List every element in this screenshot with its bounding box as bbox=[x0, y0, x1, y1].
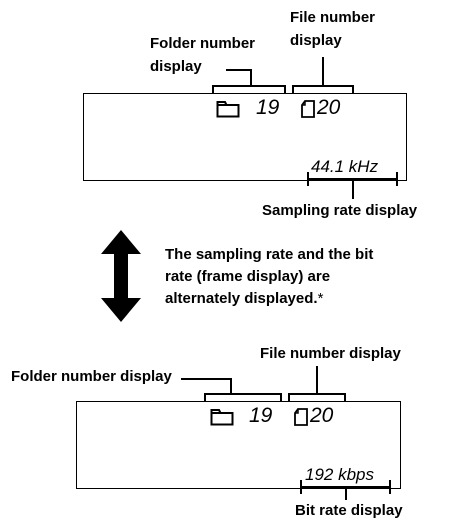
alternating-note-line1: The sampling rate and the bit bbox=[165, 246, 374, 263]
top-rate-bracket-left bbox=[307, 172, 309, 186]
top-folder-leader-v bbox=[250, 69, 252, 86]
top-file-bracket-right bbox=[352, 85, 354, 94]
top-sampling-rate-label: Sampling rate display bbox=[262, 202, 418, 219]
bottom-file-bracket bbox=[288, 393, 346, 395]
bottom-bit-rate-value: 192 kbps bbox=[305, 465, 374, 484]
top-folder-number: 19 bbox=[256, 96, 280, 119]
alternating-note-line3: alternately displayed.* bbox=[165, 290, 324, 307]
bottom-rate-bracket-left bbox=[300, 480, 302, 494]
bottom-file-bracket-left bbox=[288, 393, 290, 402]
bottom-folder-bracket-right bbox=[280, 393, 282, 402]
top-rate-bracket-right bbox=[396, 172, 398, 186]
top-folder-bracket bbox=[212, 85, 286, 87]
bottom-rate-leader-v bbox=[345, 487, 347, 500]
top-folder-leader-h bbox=[226, 69, 251, 71]
bottom-folder-bracket-left bbox=[204, 393, 206, 402]
bottom-file-bracket-right bbox=[344, 393, 346, 402]
top-file-leader-v bbox=[322, 57, 324, 86]
folder-icon bbox=[210, 409, 234, 426]
top-file-number: 20 bbox=[317, 96, 341, 119]
top-folder-number-label-line2: display bbox=[150, 58, 202, 75]
bottom-display-panel bbox=[76, 401, 401, 489]
top-folder-number-label-line1: Folder number bbox=[150, 35, 256, 52]
top-display-panel bbox=[83, 93, 407, 181]
top-folder-bracket-right bbox=[284, 85, 286, 94]
bottom-folder-bracket bbox=[204, 393, 282, 395]
file-icon bbox=[301, 100, 315, 118]
top-file-number-label-line1: File number bbox=[290, 9, 376, 26]
alternating-note-line2: rate (frame display) are bbox=[165, 268, 331, 285]
bottom-rate-bracket-right bbox=[389, 480, 391, 494]
top-folder-bracket-left bbox=[212, 85, 214, 94]
top-file-bracket bbox=[292, 85, 354, 87]
bottom-file-leader-v bbox=[316, 366, 318, 395]
bottom-folder-leader-h bbox=[181, 378, 232, 380]
bottom-folder-number: 19 bbox=[249, 404, 273, 427]
top-rate-leader-v bbox=[352, 179, 354, 199]
bottom-file-number: 20 bbox=[310, 404, 334, 427]
top-sampling-rate-value: 44.1 kHz bbox=[311, 157, 379, 176]
bottom-file-number-label: File number display bbox=[260, 345, 401, 362]
file-icon bbox=[294, 408, 308, 426]
folder-icon bbox=[216, 101, 240, 118]
top-file-bracket-left bbox=[292, 85, 294, 94]
bottom-bit-rate-label: Bit rate display bbox=[295, 502, 403, 519]
asterisk-footnote-mark: * bbox=[317, 290, 324, 307]
double-arrow-icon bbox=[101, 230, 141, 322]
top-file-number-label-line2: display bbox=[290, 32, 342, 49]
bottom-folder-number-label: Folder number display bbox=[11, 368, 172, 385]
bottom-folder-leader-v bbox=[230, 378, 232, 395]
